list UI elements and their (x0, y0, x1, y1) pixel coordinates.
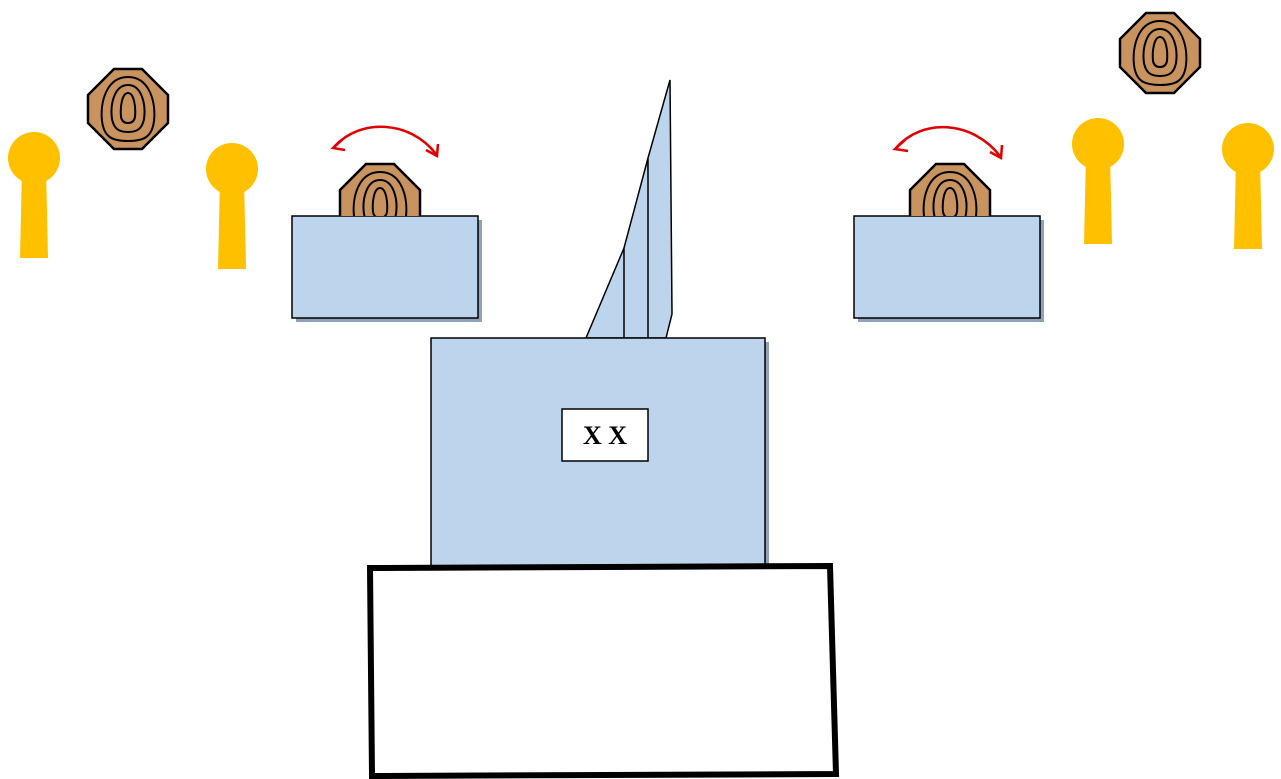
popper-left-2 (206, 143, 258, 269)
center-label-text: X X (583, 421, 627, 450)
angled-panels (584, 79, 673, 339)
popper-left-1 (8, 132, 60, 258)
wall-left (291, 215, 482, 322)
wall-center (430, 337, 769, 574)
swing-arrow-right-icon (892, 126, 1004, 161)
swing-arrow-left-icon (330, 125, 440, 159)
steel-target-left-top (86, 67, 170, 151)
wall-right (853, 215, 1044, 322)
steel-target-right-top (1118, 11, 1202, 95)
popper-right-2 (1222, 123, 1274, 249)
popper-right-1 (1072, 118, 1124, 244)
center-label-box: X X (561, 408, 649, 462)
shooting-box (366, 562, 840, 779)
